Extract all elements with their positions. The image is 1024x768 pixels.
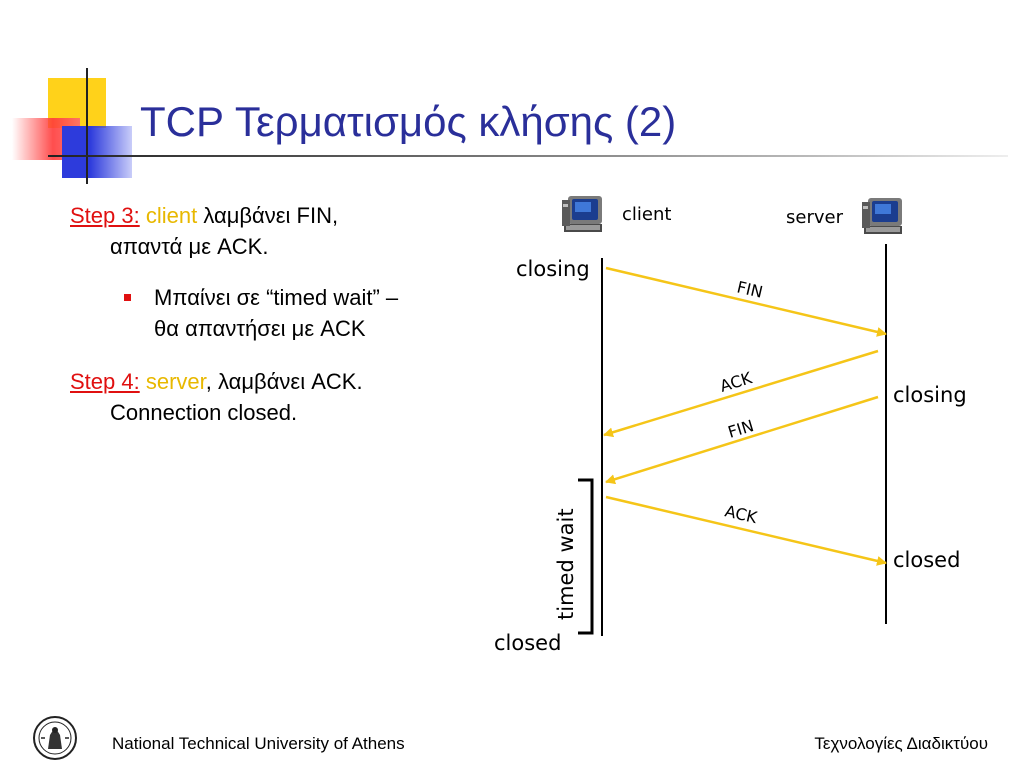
bullet-line2: θα απαντήσει με ACK	[154, 316, 366, 341]
client-computer-icon	[562, 196, 602, 232]
fin-label-2: FIN	[726, 416, 756, 442]
server-label: server	[786, 207, 844, 228]
server-computer-icon	[862, 198, 902, 234]
step3-line1: Step 3: client λαμβάνει FIN,	[70, 200, 338, 231]
step4-label: Step 4:	[70, 369, 140, 394]
title-decoration-vline	[86, 68, 88, 184]
step3-text1: λαμβάνει FIN,	[197, 203, 339, 228]
title-decoration-blue	[62, 126, 132, 178]
slide-title: TCP Τερματισμός κλήσης (2)	[140, 98, 677, 145]
bullet-marker	[124, 294, 131, 301]
footer-course: Τεχνολογίες Διαδικτύου	[814, 734, 988, 753]
client-closed-label: closed	[494, 631, 561, 655]
step4-line1: Step 4: server, λαμβάνει ACK.	[70, 366, 363, 397]
server-closing-label: closing	[893, 383, 967, 407]
step4-actor: server	[145, 369, 206, 394]
ack-label-2: ACK	[723, 501, 759, 527]
title-underline	[48, 155, 1008, 157]
client-label: client	[622, 204, 671, 225]
server-closed-label: closed	[893, 548, 960, 572]
step4-line2: Connection closed.	[110, 400, 298, 425]
fin-arrow-1	[605, 266, 887, 337]
timed-wait-label: timed wait	[554, 508, 578, 620]
step3-line2: απαντά με ACK.	[110, 234, 269, 259]
step3-label: Step 3:	[70, 203, 140, 228]
client-closing-label: closing	[516, 257, 590, 281]
footer-university: National Technical University of Athens	[112, 734, 405, 753]
step3-actor: client	[145, 203, 198, 228]
ack-arrow-2	[605, 495, 887, 566]
bullet-line1: Μπαίνει σε “timed wait” –	[154, 285, 399, 310]
ntua-logo	[33, 716, 77, 760]
timed-wait-bracket	[578, 478, 594, 635]
fin-label-1: FIN	[735, 277, 765, 301]
step4-text1: , λαμβάνει ACK.	[205, 369, 363, 394]
fin-arrow-2	[605, 395, 879, 485]
ack-arrow-1	[603, 349, 879, 438]
